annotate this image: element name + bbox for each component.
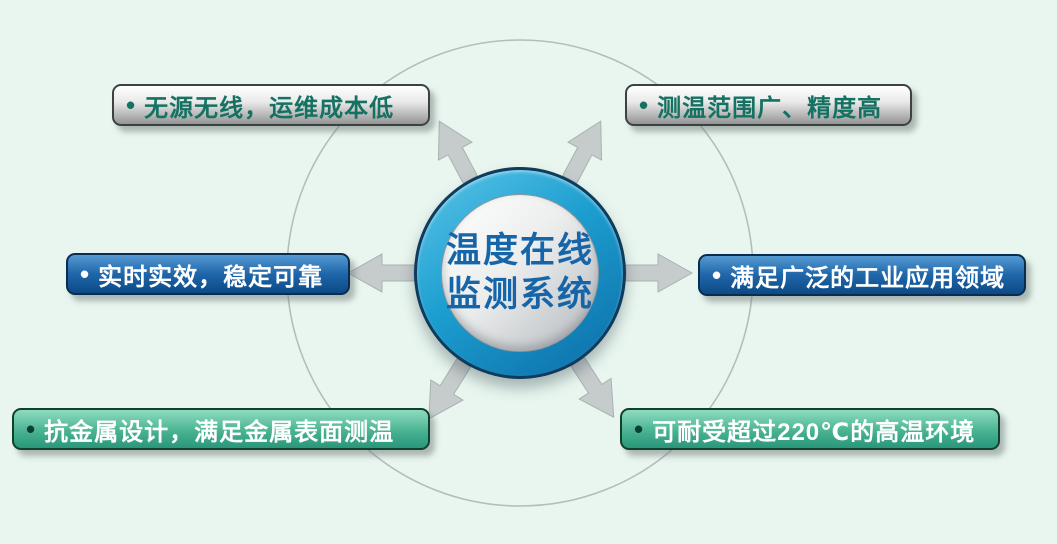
bullet-icon: • — [634, 414, 645, 444]
feature-badge-label: 可耐受超过220℃的高温环境 — [652, 418, 976, 446]
arrow-left-icon — [347, 253, 415, 293]
feature-badge-label: 满足广泛的工业应用领域 — [730, 264, 1006, 292]
bullet-icon: • — [26, 414, 37, 444]
feature-badge-label: 抗金属设计，满足金属表面测温 — [44, 418, 395, 446]
feature-badge-wide-range: • 测温范围广、精度高 — [625, 84, 912, 126]
bullet-icon: • — [80, 259, 91, 289]
feature-badge-passive-wireless: • 无源无线，运维成本低 — [112, 84, 430, 126]
diagram-title-line2: 监测系统 — [445, 275, 594, 314]
feature-badge-label: 测温范围广、精度高 — [657, 94, 883, 122]
feature-badge-high-temperature: • 可耐受超过220℃的高温环境 — [620, 408, 1000, 450]
center-hub-ring: 温度在线 监测系统 — [414, 167, 626, 379]
diagram-title-line1: 温度在线 — [445, 231, 594, 271]
feature-badge-label: 实时实效，稳定可靠 — [98, 263, 324, 291]
feature-badge-label: 无源无线，运维成本低 — [144, 94, 395, 122]
feature-badge-realtime-reliable: • 实时实效，稳定可靠 — [66, 253, 350, 295]
bullet-icon: • — [639, 90, 650, 120]
diagram-title: 温度在线 监测系统 — [446, 229, 594, 317]
bullet-icon: • — [126, 90, 137, 120]
bullet-icon: • — [712, 260, 723, 290]
feature-badge-industrial-applications: • 满足广泛的工业应用领域 — [698, 254, 1026, 296]
feature-badge-anti-metal-design: • 抗金属设计，满足金属表面测温 — [12, 408, 430, 450]
center-hub-face: 温度在线 监测系统 — [441, 194, 599, 352]
arrow-right-icon — [625, 253, 693, 293]
